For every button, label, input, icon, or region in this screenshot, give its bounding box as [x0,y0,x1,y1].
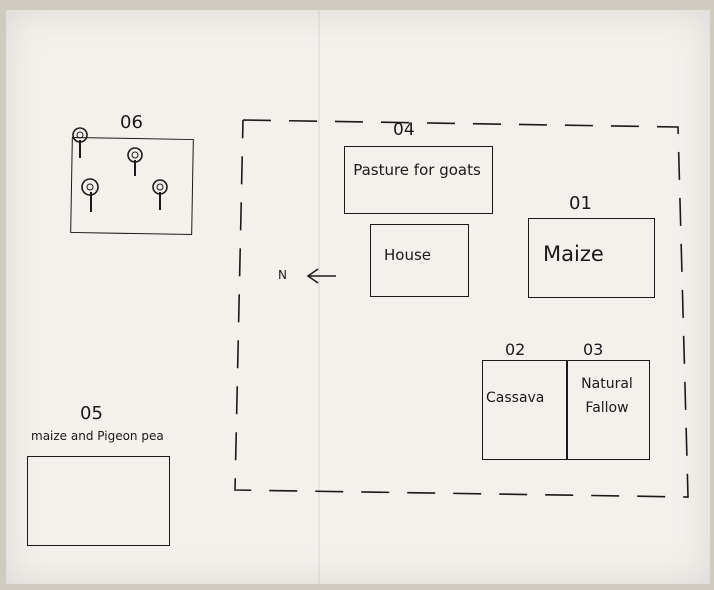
plot-02-cassava [482,360,568,460]
plot-05-label: maize and Pigeon pea [31,429,164,443]
plot-03-label: Natural Fallow [570,372,644,420]
plot-06-number: 06 [120,112,143,133]
plot-03-number: 03 [583,340,603,359]
plot-05-number: 05 [80,403,103,424]
plot-02-number: 02 [505,340,525,359]
plot-01-label: Maize [543,242,604,266]
plot-06-woodlot [70,137,194,235]
plot-04-label: Pasture for goats [352,160,482,180]
plot-05-maize-pigeon-pea [27,456,170,546]
plot-01-number: 01 [569,193,592,214]
plot-02-label: Cassava [486,390,544,406]
north-label: N [278,268,287,282]
plot-04-number: 04 [393,120,415,140]
house-label: House [384,246,431,264]
plot-04-pasture [344,146,493,214]
